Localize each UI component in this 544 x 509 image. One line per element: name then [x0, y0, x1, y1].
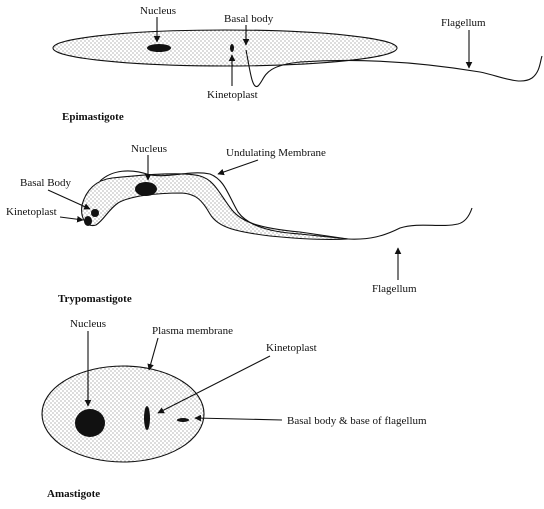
epimastigote-nucleus-label: Nucleus — [140, 5, 176, 17]
trypomastigote-kinetoplast — [84, 216, 92, 226]
amastigote-kinetoplast — [144, 406, 150, 430]
epimastigote-kinetoplast-label: Kinetoplast — [207, 89, 258, 101]
trypomastigote-basal-body-label: Basal Body — [20, 177, 72, 189]
trypomastigote-nucleus — [135, 182, 157, 196]
trypomastigote-flagellum — [348, 208, 472, 239]
amastigote-title: Amastigote — [47, 488, 100, 500]
epimastigote-panel: Nucleus Basal body Kinetoplast Flagellum… — [53, 5, 542, 123]
trypomastigote-undulating-membrane-pointer — [218, 160, 258, 174]
amastigote-nucleus-label: Nucleus — [70, 318, 106, 330]
epimastigote-kinetoplast — [230, 44, 234, 52]
epimastigote-nucleus — [147, 44, 171, 52]
amastigote-body — [42, 366, 204, 462]
amastigote-basal-body-pointer — [195, 418, 282, 420]
amastigote-plasma-membrane-pointer — [149, 338, 158, 370]
trypomastigote-title: Trypomastigote — [58, 293, 132, 305]
trypomastigote-flagellum-label: Flagellum — [372, 283, 417, 295]
trypomastigote-panel: Nucleus Undulating Membrane Basal Body K… — [6, 143, 472, 305]
trypomastigote-kinetoplast-pointer — [60, 217, 83, 220]
trypomastigote-undulating-membrane-label: Undulating Membrane — [226, 147, 326, 159]
epimastigote-title: Epimastigote — [62, 111, 124, 123]
epimastigote-flagellum-label: Flagellum — [441, 17, 486, 29]
amastigote-plasma-membrane-label: Plasma membrane — [152, 325, 233, 337]
trypomastigote-nucleus-label: Nucleus — [131, 143, 167, 155]
amastigote-kinetoplast-label: Kinetoplast — [266, 342, 317, 354]
trypomastigote-kinetoplast-label: Kinetoplast — [6, 206, 57, 218]
amastigote-basal-body-label: Basal body & base of flagellum — [287, 415, 427, 427]
trypomastigote-body — [82, 174, 348, 240]
amastigote-basal-body — [177, 418, 189, 422]
amastigote-panel: Nucleus Plasma membrane Kinetoplast Basa… — [42, 318, 427, 500]
amastigote-nucleus — [75, 409, 105, 437]
epimastigote-basal-body-label: Basal body — [224, 13, 274, 25]
trypomastigote-basal-body — [91, 209, 99, 217]
